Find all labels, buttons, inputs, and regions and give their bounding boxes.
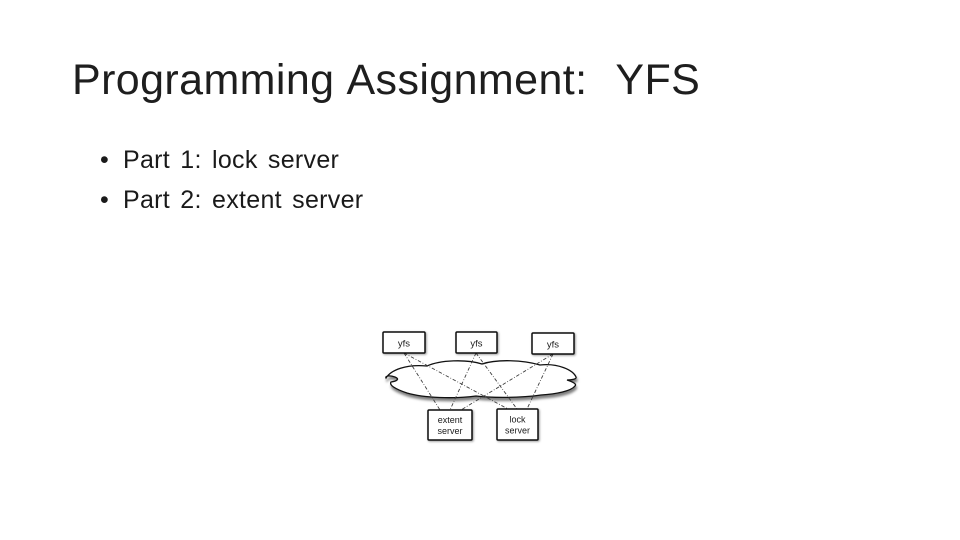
- yfs-client-box-3: yfs: [531, 332, 575, 355]
- extent-server-box: extent server: [427, 409, 473, 441]
- bullet-item-part2: • Part 2: extent server: [100, 186, 363, 226]
- yfs-client-label-2: yfs: [470, 339, 482, 350]
- extent-server-label-line2: server: [437, 426, 462, 436]
- bullet-item-part1: • Part 1: lock server: [100, 146, 363, 186]
- slide-title: Programming Assignment: YFS: [72, 56, 701, 104]
- lock-server-box: lock server: [496, 408, 539, 441]
- extent-server-label-line1: extent: [438, 415, 463, 425]
- yfs-client-box-2: yfs: [455, 331, 498, 354]
- yfs-client-label-1: yfs: [398, 339, 410, 350]
- bullet-marker: •: [100, 146, 110, 174]
- bullet-text-part2: Part 2: extent server: [123, 186, 364, 214]
- connector-line-client3-extent: [460, 353, 554, 411]
- connector-line-client1-extent: [403, 352, 441, 411]
- bullet-text-part1: Part 1: lock server: [123, 146, 340, 174]
- lock-server-label-line1: lock: [509, 415, 526, 425]
- connector-line-client2-lock: [475, 352, 518, 410]
- connector-line-client3-lock: [526, 353, 554, 410]
- yfs-client-label-3: yfs: [547, 340, 559, 351]
- lock-server-label-line2: server: [505, 426, 530, 436]
- yfs-architecture-diagram: yfs yfs yfs extent server lock server: [370, 327, 600, 452]
- bullet-marker: •: [100, 186, 110, 214]
- bullet-list: • Part 1: lock server • Part 2: extent s…: [100, 146, 363, 226]
- connector-line-client2-extent: [449, 352, 477, 411]
- yfs-client-box-1: yfs: [382, 331, 426, 354]
- network-cloud: [385, 360, 577, 399]
